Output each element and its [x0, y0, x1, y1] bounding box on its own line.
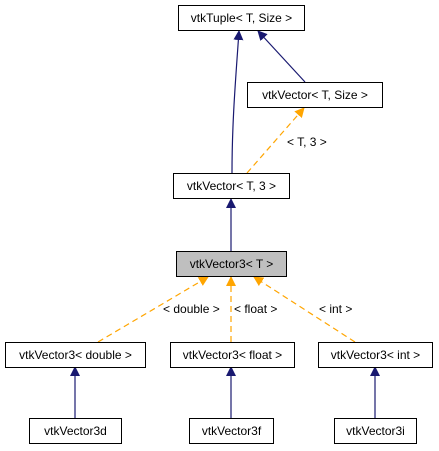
edge-label-float: < float >: [234, 302, 277, 316]
node-vector-t-size[interactable]: vtkVector< T, Size >: [247, 82, 383, 108]
node-vector3i-box: [334, 418, 417, 444]
node-vector3-float[interactable]: vtkVector3< float >: [170, 342, 295, 368]
node-vector3-double-box: [5, 342, 146, 368]
node-vector3-t[interactable]: vtkVector3< T >: [176, 251, 287, 277]
edge-label-double: < double >: [163, 302, 220, 316]
edges: [70, 30, 380, 418]
edge-label-t-3: < T, 3 >: [287, 135, 327, 149]
edge-vector3-double-to-vector3-t: [97, 276, 209, 343]
node-vector3i[interactable]: vtkVector3i: [334, 418, 417, 444]
node-vector3-float-label: vtkVector3< float >: [183, 348, 282, 362]
edge-labels: < T, 3 > < double > < float > < int >: [163, 135, 352, 316]
node-tuple[interactable]: vtkTuple< T, Size >: [178, 5, 305, 31]
edge-vector3-int-to-vector3-t: [253, 276, 356, 343]
edge-label-int: < int >: [319, 302, 352, 316]
node-vector3-float-box: [170, 342, 295, 368]
node-vector3d-label: vtkVector3d: [44, 424, 107, 438]
node-tuple-label: vtkTuple< T, Size >: [191, 11, 292, 25]
node-vector3-int[interactable]: vtkVector3< int >: [318, 342, 433, 368]
node-vector3-int-label: vtkVector3< int >: [331, 348, 420, 362]
node-vector3d[interactable]: vtkVector3d: [29, 418, 122, 444]
node-vector-t-3[interactable]: vtkVector< T, 3 >: [173, 173, 290, 199]
node-vector3-t-label: vtkVector3< T >: [190, 257, 274, 271]
node-vector3f[interactable]: vtkVector3f: [189, 418, 274, 444]
node-vector-t-size-box: [247, 82, 383, 108]
node-vector3f-label: vtkVector3f: [202, 424, 262, 438]
node-vector3-double[interactable]: vtkVector3< double >: [5, 342, 146, 368]
node-vector3i-label: vtkVector3i: [346, 424, 405, 438]
node-vector3d-box: [29, 418, 122, 444]
node-tuple-box: [178, 5, 305, 31]
node-vector3-t-box: [176, 251, 287, 277]
node-vector3-int-box: [318, 342, 433, 368]
node-vector-t-3-label: vtkVector< T, 3 >: [187, 179, 276, 193]
node-vector3-double-label: vtkVector3< double >: [19, 348, 132, 362]
node-vector-t-3-box: [173, 173, 290, 199]
edge-vector-t-size-to-tuple: [257, 30, 306, 83]
edge-vector-t-3-to-vector-t-size: [246, 107, 305, 174]
node-vector-t-size-label: vtkVector< T, Size >: [262, 88, 368, 102]
edge-vector-t-3-to-tuple: [231, 30, 244, 174]
node-vector3f-box: [189, 418, 274, 444]
